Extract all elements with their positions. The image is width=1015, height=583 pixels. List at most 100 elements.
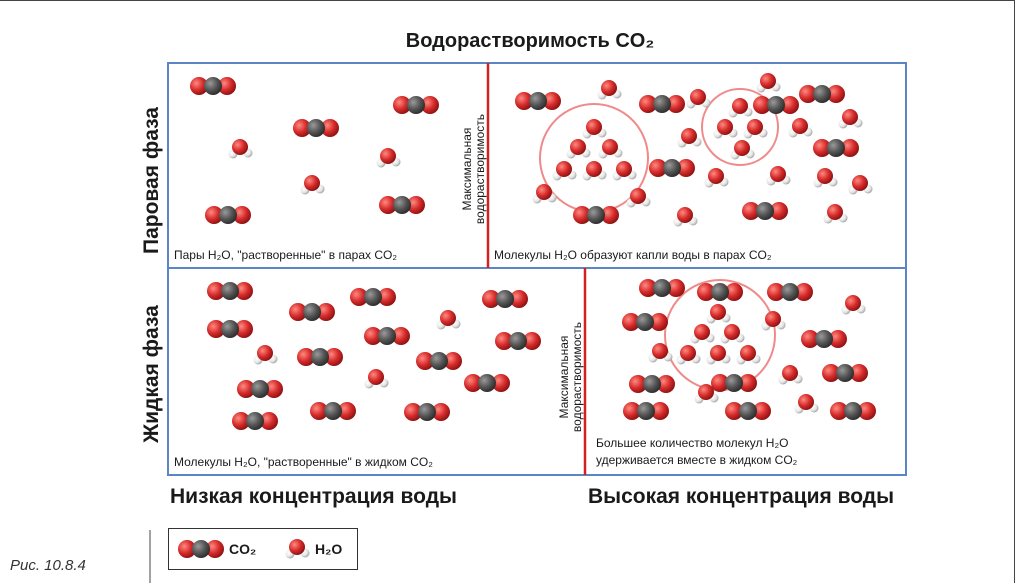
h2o-molecule [648,343,673,363]
co2-molecule [393,96,439,114]
droplet-circle [701,88,779,166]
co2-molecule [697,283,743,301]
co2-molecule [822,364,868,382]
h2o-molecule-icon [285,539,310,559]
h2o-molecule [228,139,253,159]
co2-molecule [801,330,847,348]
h2o-molecule [713,119,738,139]
h2o-molecule [612,161,637,181]
co2-molecule [495,332,541,350]
co2-molecule [190,77,236,95]
co2-molecule [622,313,668,331]
co2-molecule [379,196,425,214]
caption-liquid-high-1: Большее количество молекул H₂O [596,436,789,450]
liquid-panel-frame [167,267,907,476]
h2o-molecule [794,394,819,414]
co2-molecule [237,380,283,398]
co2-molecule [830,402,876,420]
h2o-molecule [285,539,310,559]
co2-molecule [416,352,462,370]
co2-molecule [573,206,619,224]
co2-molecule [799,85,845,103]
h2o-molecule [686,89,711,109]
h2o-molecule [598,139,623,159]
h2o-molecule [676,345,701,365]
h2o-molecule [823,204,848,224]
h2o-molecule [848,175,873,195]
h2o-molecule [253,345,278,365]
h2o-molecule [626,188,651,208]
h2o-molecule [532,184,557,204]
h2o-molecule [743,119,768,139]
h2o-molecule [766,166,791,186]
co2-molecule [289,303,335,321]
co2-molecule [464,374,510,392]
caption-liquid-high-2: удерживается вместе в жидком CO₂ [596,453,798,467]
h2o-molecule [552,161,577,181]
h2o-molecule [813,168,838,188]
h2o-molecule [364,369,389,389]
h2o-molecule [582,161,607,181]
legend-h2o-label: H₂O [315,541,343,557]
h2o-molecule [761,311,786,331]
h2o-molecule [300,175,325,195]
diagram-title: Водорастворимость CO₂ [405,30,655,52]
h2o-molecule [677,128,702,148]
h2o-molecule [436,310,461,330]
caption-vapor-high: Молекулы H₂O образуют капли воды в парах… [494,248,772,262]
co2-molecule [742,202,788,220]
co2-molecule [711,374,757,392]
co2-molecule [629,375,675,393]
co2-molecule [232,412,278,430]
legend-co2-label: CO₂ [229,541,257,557]
h2o-molecule [706,345,731,365]
co2-molecule [207,320,253,338]
co2-molecule [350,288,396,306]
bottom-label-high: Высокая концентрация воды [588,485,895,508]
h2o-molecule [690,324,715,344]
co2-molecule [207,282,253,300]
co2-molecule [639,279,685,297]
figure-label: Рис. 10.8.4 [10,557,86,574]
h2o-molecule [838,109,863,129]
co2-molecule [639,95,685,113]
co2-molecule [205,206,251,224]
h2o-molecule [730,140,755,160]
h2o-molecule [566,139,591,159]
co2-molecule [623,402,669,420]
caption-vapor-low: Пары H₂O, "растворенные" в парах CO₂ [174,248,397,262]
co2-molecule-icon [178,540,224,558]
h2o-molecule [694,384,719,404]
h2o-molecule [788,118,813,138]
h2o-molecule [376,148,401,168]
bottom-label-low: Низкая концентрация воды [170,485,457,508]
co2-molecule [293,119,339,137]
co2-molecule [767,283,813,301]
h2o-molecule [736,345,761,365]
h2o-molecule [597,80,622,100]
co2-molecule [404,403,450,421]
co2-molecule [364,327,410,345]
co2-molecule [515,92,561,110]
h2o-molecule [720,324,745,344]
legend: CO₂ H₂O [168,528,358,570]
co2-molecule [178,540,224,558]
co2-molecule [813,139,859,157]
co2-molecule [482,290,528,308]
h2o-molecule [778,365,803,385]
h2o-molecule [673,207,698,227]
h2o-molecule [756,73,781,93]
co2-molecule [725,402,771,420]
co2-molecule [649,159,695,177]
h2o-molecule [706,304,731,324]
h2o-molecule [704,168,729,188]
caption-liquid-low: Молекулы H₂O, "растворенные" в жидком CO… [174,455,433,469]
h2o-molecule [728,98,753,118]
co2-molecule [753,96,799,114]
h2o-molecule [841,295,866,315]
h2o-molecule [582,119,607,139]
co2-molecule [297,348,343,366]
